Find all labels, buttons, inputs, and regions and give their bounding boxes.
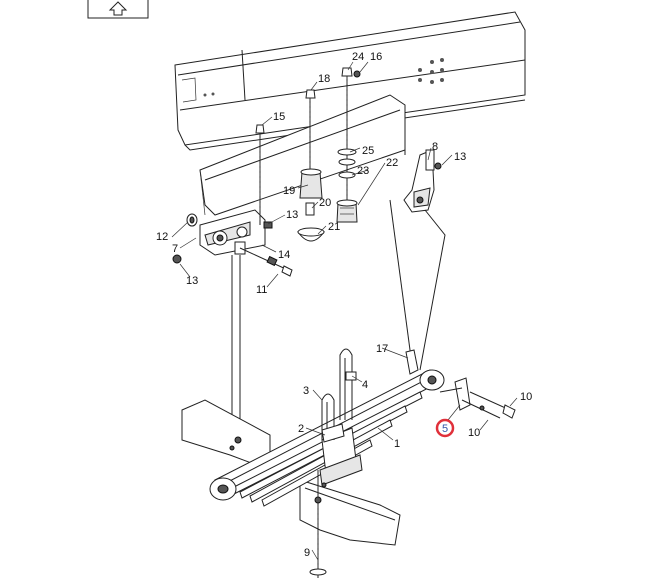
bolt-15	[255, 124, 265, 225]
nut-13-left	[263, 221, 273, 229]
callout-13-top[interactable]: 13	[286, 209, 298, 221]
callout-5[interactable]: 5	[442, 423, 448, 435]
callout-17[interactable]: 17	[376, 343, 388, 355]
washer-23	[338, 171, 356, 179]
callout-13-bottom[interactable]: 13	[186, 275, 198, 287]
nut-16	[353, 70, 361, 78]
callout-13-right[interactable]: 13	[454, 151, 466, 163]
shackle-5	[439, 377, 471, 411]
callout-11[interactable]: 11	[256, 284, 267, 296]
callout-9[interactable]: 9	[304, 547, 310, 559]
callout-23[interactable]: 23	[357, 165, 369, 177]
front-hanger-bracket	[186, 209, 266, 256]
bolt-14	[239, 247, 293, 277]
clamp-plate-2	[321, 423, 345, 443]
callout-15[interactable]: 15	[273, 111, 285, 123]
callout-10-upper[interactable]: 10	[520, 391, 532, 403]
callout-5-highlight[interactable]: 5	[435, 418, 455, 438]
callout-16[interactable]: 16	[370, 51, 382, 63]
callout-22[interactable]: 22	[386, 157, 398, 169]
up-arrow-icon	[108, 1, 128, 16]
frame-rail	[174, 11, 526, 151]
up-arrow-button[interactable]	[87, 0, 149, 19]
callout-8[interactable]: 8	[432, 141, 438, 153]
spacer-20	[305, 202, 315, 216]
highlight-ring	[435, 418, 455, 438]
callout-21[interactable]: 21	[328, 221, 340, 233]
callout-25[interactable]: 25	[362, 145, 374, 157]
callout-4[interactable]: 4	[362, 379, 368, 391]
callout-24[interactable]: 24	[352, 51, 364, 63]
bolt-18	[305, 89, 316, 175]
callout-12[interactable]: 12	[156, 231, 168, 243]
rubber-21	[297, 227, 325, 242]
rear-hanger-bracket-8	[403, 149, 442, 213]
callout-10-lower[interactable]: 10	[468, 427, 480, 439]
bolt-10-upper	[469, 391, 516, 419]
callout-labels: 15 18 24 16 13 12 7 13 14 11 19 20 21 25…	[156, 51, 532, 559]
bolt-10-lower	[461, 399, 501, 419]
shackle-17	[405, 349, 419, 375]
callout-leaders	[171, 61, 518, 561]
callout-19[interactable]: 19	[283, 185, 295, 197]
callout-2[interactable]: 2	[298, 423, 304, 435]
rubber-bushing-22	[336, 199, 358, 223]
washer-25	[337, 148, 357, 166]
callout-14[interactable]: 14	[278, 249, 290, 261]
bolt-24	[341, 67, 353, 210]
u-bolt-4	[339, 348, 357, 420]
nut-13-lower	[172, 254, 182, 264]
callout-7[interactable]: 7	[172, 243, 178, 255]
callout-20[interactable]: 20	[319, 197, 331, 209]
callout-1[interactable]: 1	[394, 438, 400, 450]
axle-housing	[181, 399, 401, 546]
frame-vertical-lines	[231, 255, 241, 425]
callout-18[interactable]: 18	[318, 73, 330, 85]
callout-3[interactable]: 3	[303, 385, 309, 397]
shackle-leader-lines	[389, 105, 446, 371]
bump-stop-19	[299, 168, 323, 199]
